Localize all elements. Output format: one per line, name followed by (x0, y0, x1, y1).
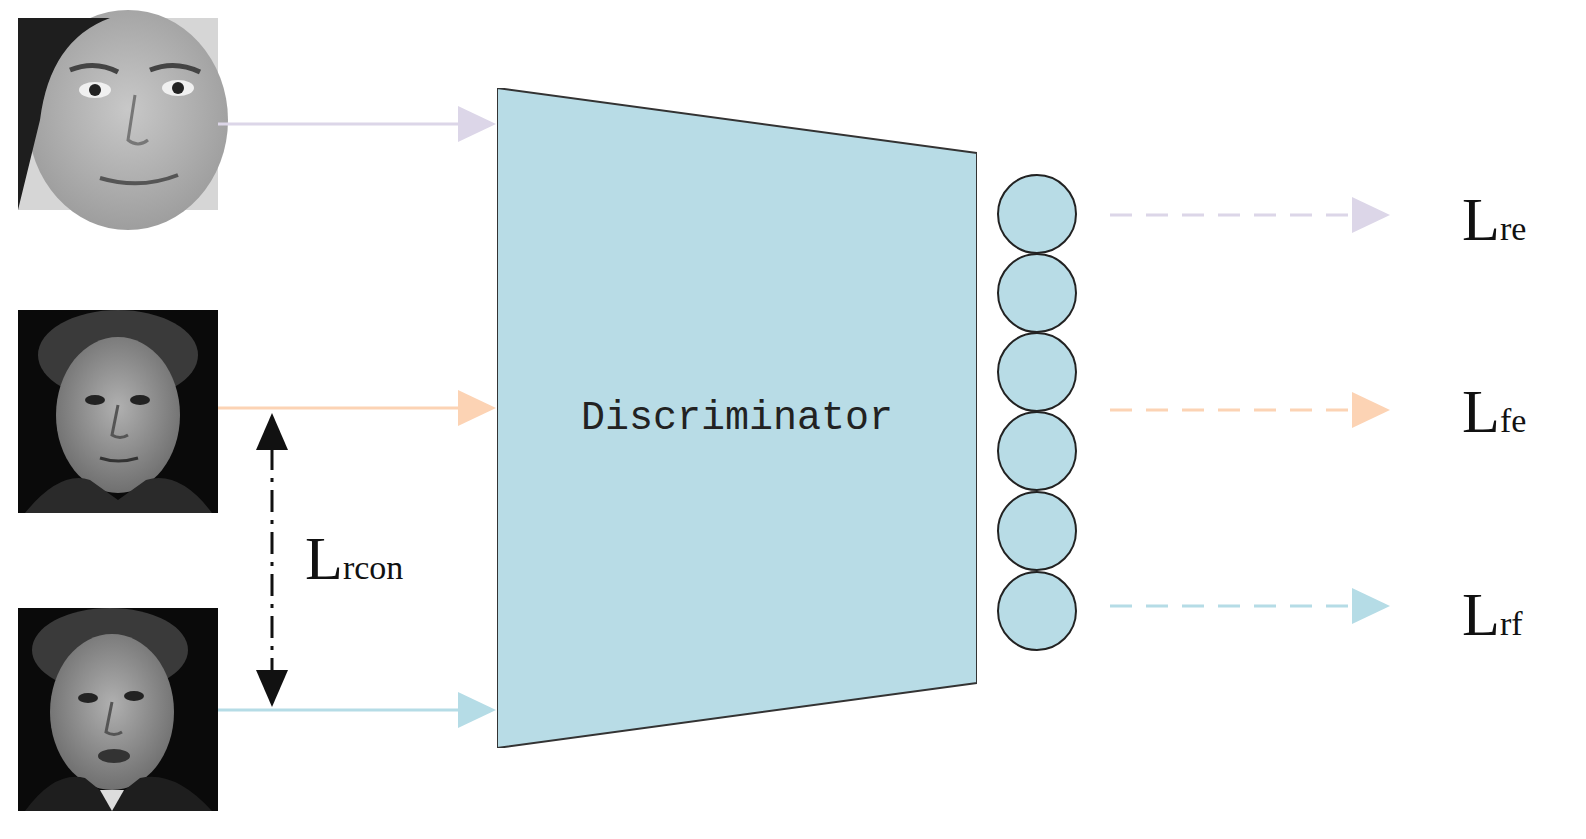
output-arrow (1110, 392, 1390, 428)
face-image (18, 10, 228, 230)
consistency-arrow (256, 413, 288, 707)
loss-label: Lfe (1462, 380, 1526, 452)
block-title: Discriminator (581, 396, 893, 441)
face-image (18, 608, 218, 811)
output-arrow (1110, 588, 1390, 624)
loss-label: Lrcon (305, 527, 403, 599)
output-neurons (998, 175, 1076, 650)
loss-label: Lre (1462, 188, 1526, 260)
input-arrow (218, 106, 496, 142)
loss-label: Lrf (1462, 583, 1523, 655)
input-arrow (218, 390, 496, 426)
input-arrow (218, 692, 496, 728)
trapezoid-shape (497, 88, 977, 748)
face-image (18, 310, 218, 513)
discriminator-block: Discriminator (497, 88, 977, 748)
output-arrow (1110, 197, 1390, 233)
